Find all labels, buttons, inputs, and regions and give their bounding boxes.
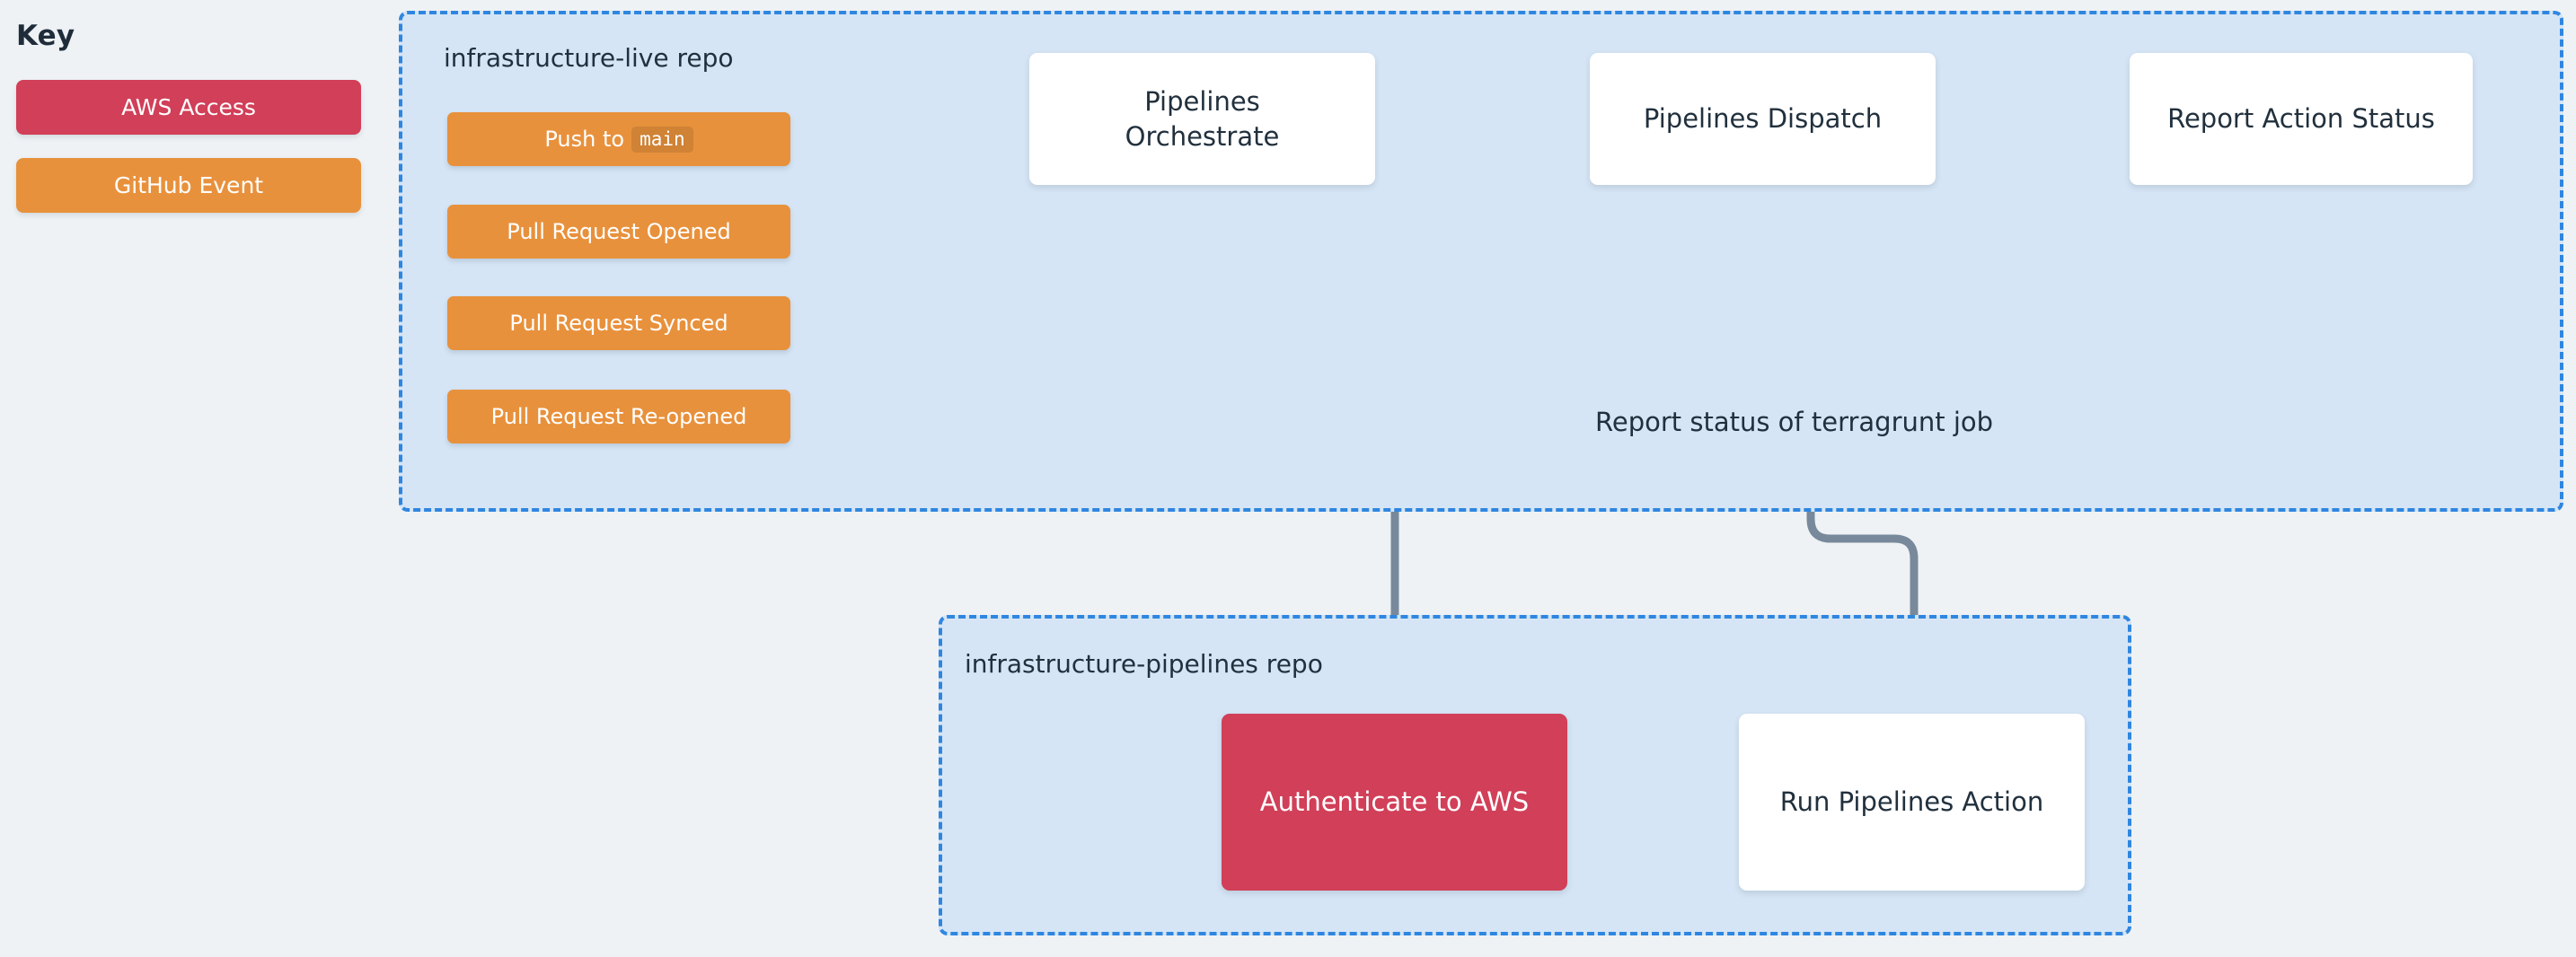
legend-label-github-event: GitHub Event [113, 172, 264, 198]
node-run-pipelines-action: Run Pipelines Action [1739, 714, 2085, 891]
legend-item-aws-access: AWS Access [16, 80, 361, 135]
event-label-pr-opened: Pull Request Opened [507, 219, 731, 244]
event-label-push: Push to [544, 127, 625, 152]
legend-label-aws-access: AWS Access [121, 94, 256, 120]
node-label-report: Report Action Status [2167, 103, 2435, 135]
branch-name-code: main [631, 126, 693, 153]
event-pull-request-opened: Pull Request Opened [447, 205, 790, 259]
event-pull-request-synced: Pull Request Synced [447, 296, 790, 350]
container-label-infrastructure-pipelines: infrastructure-pipelines repo [965, 649, 1323, 679]
node-report-action-status: Report Action Status [2130, 53, 2473, 185]
legend-item-github-event: GitHub Event [16, 158, 361, 213]
node-pipelines-dispatch: Pipelines Dispatch [1590, 53, 1936, 185]
event-push-to-main: Push to main [447, 112, 790, 166]
node-label-run-action: Run Pipelines Action [1779, 786, 2044, 818]
event-pull-request-reopened: Pull Request Re-opened [447, 390, 790, 443]
node-label-dispatch: Pipelines Dispatch [1643, 103, 1883, 135]
edge-label-report-terragrunt-status: Report status of terragrunt job [1595, 407, 1994, 437]
node-label-orchestrate-line2: Orchestrate [1125, 120, 1280, 152]
container-label-infrastructure-live: infrastructure-live repo [444, 43, 734, 73]
node-label-orchestrate-line1: Pipelines [1144, 86, 1260, 118]
event-label-pr-synced: Pull Request Synced [509, 311, 728, 336]
node-pipelines-orchestrate: Pipelines Orchestrate [1029, 53, 1375, 185]
node-authenticate-to-aws: Authenticate to AWS [1222, 714, 1567, 891]
event-label-pr-reopened: Pull Request Re-opened [490, 404, 747, 429]
node-label-authenticate: Authenticate to AWS [1259, 786, 1530, 818]
key-title: Key [16, 20, 75, 52]
